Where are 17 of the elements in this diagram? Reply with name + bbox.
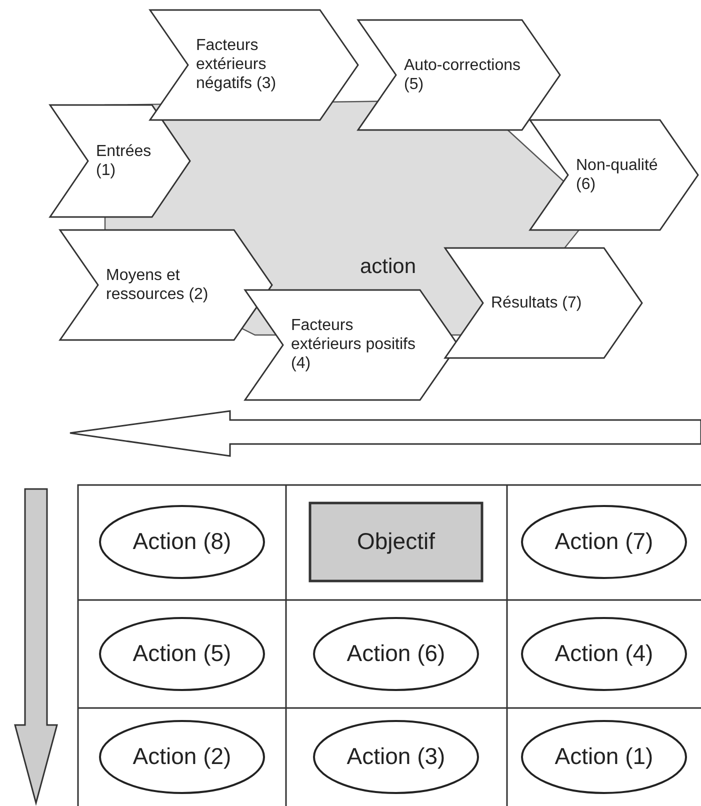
action-label: Action (6) bbox=[346, 640, 446, 668]
action-label: Action (4) bbox=[554, 640, 654, 668]
action-label: Action (5) bbox=[132, 640, 232, 668]
action-label: Action (7) bbox=[554, 528, 654, 556]
action-label: Action (1) bbox=[554, 743, 654, 771]
objective-label: Objectif bbox=[356, 528, 436, 556]
action-label: Action (2) bbox=[132, 743, 232, 771]
chevron-label: Facteurs extérieurs positifs (4) bbox=[291, 316, 416, 374]
chevron-label: Résultats (7) bbox=[491, 293, 583, 313]
chevron-label: Entrées (1) bbox=[96, 142, 152, 180]
chevron-label: Moyens et ressources (2) bbox=[106, 266, 210, 304]
chevron-label: Facteurs extérieurs négatifs (3) bbox=[196, 36, 278, 94]
chevron-label: Non-qualité (6) bbox=[576, 156, 659, 194]
action-label: action bbox=[360, 254, 416, 280]
action-label: Action (8) bbox=[132, 528, 232, 556]
action-label: Action (3) bbox=[346, 743, 446, 771]
chevron-label: Auto-corrections (5) bbox=[404, 56, 522, 94]
